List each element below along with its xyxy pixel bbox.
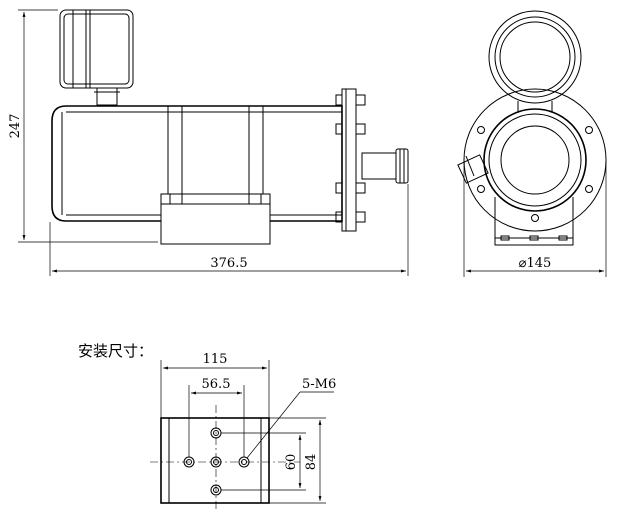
front-flange (335, 88, 409, 232)
thread-label: 5-M6 (302, 377, 336, 392)
length-dimension: 376.5 (49, 184, 409, 276)
bracket-front (494, 197, 574, 246)
mounting-view: 安装尺寸： (78, 342, 336, 512)
mount-height-label: 84 (304, 454, 319, 471)
camera-body (51, 105, 343, 245)
diameter-label: ⌀145 (519, 256, 552, 271)
hole-spacing-y-label: 60 (284, 454, 299, 471)
mounting-title: 安装尺寸： (78, 342, 153, 360)
height-label: 247 (8, 114, 23, 139)
junction-box (59, 9, 134, 106)
side-view: 247 376.5 (8, 9, 409, 276)
mount-width-label: 115 (203, 352, 228, 367)
front-view: ⌀145 (457, 10, 607, 277)
diameter-dimension: ⌀145 (463, 160, 607, 277)
cable-gland-front (457, 154, 489, 184)
flange-bolt-holes (477, 126, 593, 222)
height-dimension: 247 (8, 9, 158, 243)
length-label: 376.5 (210, 256, 247, 271)
mounting-holes (183, 427, 250, 496)
junction-box-front (488, 10, 582, 112)
hole-spacing-x-label: 56.5 (202, 377, 231, 392)
